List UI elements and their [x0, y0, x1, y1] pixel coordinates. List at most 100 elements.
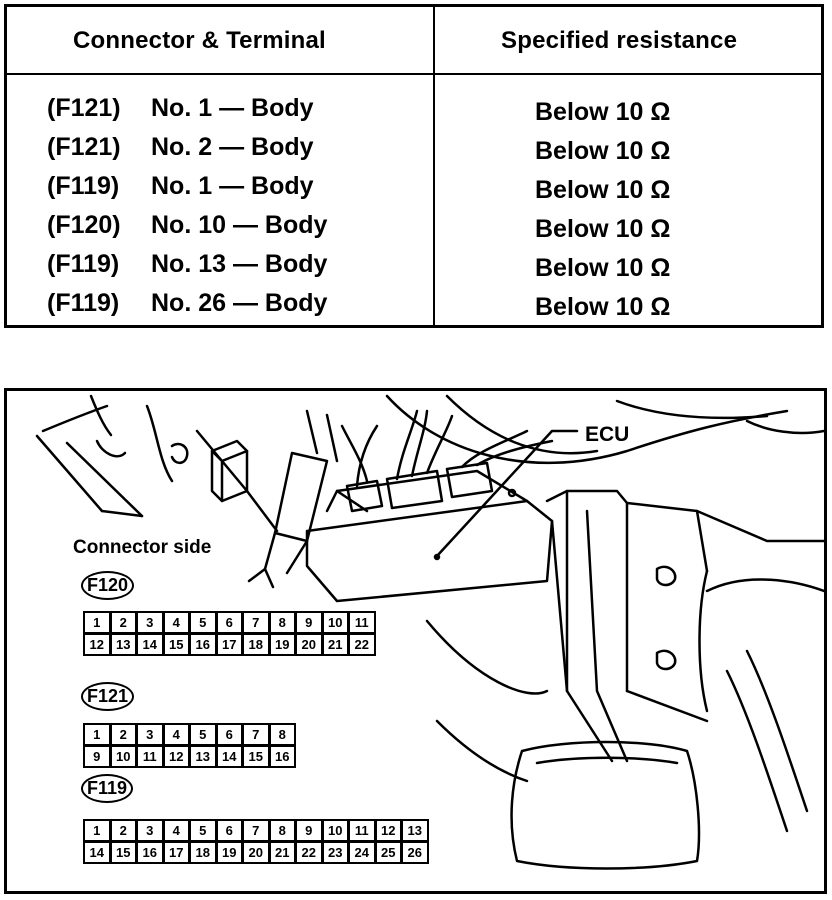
connector-pin: 16	[136, 841, 164, 864]
connector-pin: 21	[268, 841, 296, 864]
connector-pin: 26	[401, 841, 429, 864]
connector-pin: 4	[162, 723, 190, 746]
connector-pin: 20	[242, 841, 270, 864]
connector-pin: 6	[215, 611, 243, 634]
connector-cell: (F121)	[47, 133, 121, 161]
connector-pin: 12	[374, 819, 402, 842]
vehicle-interior-illustration	[35, 394, 824, 870]
connector-pin: 4	[162, 819, 190, 842]
connector-pin: 7	[242, 819, 270, 842]
connector-pin: 23	[321, 841, 349, 864]
terminal-cell: No. 13 — Body	[151, 250, 328, 278]
connector-pin: 19	[215, 841, 243, 864]
connector-pin: 4	[162, 611, 190, 634]
connector-pin: 8	[268, 611, 296, 634]
connector-pin: 13	[401, 819, 429, 842]
connector-pin: 10	[109, 745, 137, 768]
connector-pin: 11	[136, 745, 164, 768]
connector-pin: 13	[189, 745, 217, 768]
column-divider	[433, 7, 435, 325]
connector-pin: 16	[189, 633, 217, 656]
terminal-cell: No. 26 — Body	[151, 289, 328, 317]
connector-side-label: Connector side	[73, 537, 212, 558]
connector-pin: 25	[374, 841, 402, 864]
connector-cell: (F119)	[47, 289, 120, 317]
connector-pin: 19	[268, 633, 296, 656]
connector-pin: 15	[242, 745, 270, 768]
connector-pin: 10	[321, 819, 349, 842]
connector-pin: 21	[321, 633, 349, 656]
connector-pin: 1	[83, 819, 111, 842]
connector-pin: 11	[348, 611, 376, 634]
connector-pin: 8	[268, 819, 296, 842]
header-connector-terminal: Connector & Terminal	[73, 27, 326, 54]
connector-pin: 1	[83, 611, 111, 634]
table-row: (F120) No. 10 — Body	[47, 206, 327, 245]
connector-pin: 17	[162, 841, 190, 864]
table-row: (F119) No. 13 — Body	[47, 245, 327, 284]
connector-pin: 15	[109, 841, 137, 864]
table-row: (F119) No. 26 — Body	[47, 284, 327, 323]
connector-pin: 9	[83, 745, 111, 768]
connector-pin: 14	[215, 745, 243, 768]
resistance-cell: Below 10 Ω	[535, 176, 671, 204]
connector-pin: 5	[189, 611, 217, 634]
connector-pin: 6	[215, 819, 243, 842]
connector-pin: 12	[83, 633, 111, 656]
connector-pin: 10	[321, 611, 349, 634]
connector-pin: 14	[83, 841, 111, 864]
connector-pin: 20	[295, 633, 323, 656]
connector-cell: (F120)	[47, 211, 121, 239]
connector-pin: 9	[295, 611, 323, 634]
connector-pin: 3	[136, 611, 164, 634]
connector-pin: 3	[136, 819, 164, 842]
resistance-cell: Below 10 Ω	[535, 137, 671, 165]
connector-pin: 3	[136, 723, 164, 746]
connector-pin: 16	[268, 745, 296, 768]
connector-cell: (F119)	[47, 250, 120, 278]
connector-pin: 7	[242, 723, 270, 746]
connector-pin: 7	[242, 611, 270, 634]
resistance-cell: Below 10 Ω	[535, 98, 671, 126]
resistance-cell: Below 10 Ω	[535, 215, 671, 243]
connector-pin: 2	[109, 611, 137, 634]
connector-pin: 18	[189, 841, 217, 864]
connector-id-f120: F120	[81, 571, 135, 600]
connector-pin: 11	[348, 819, 376, 842]
connector-pin: 2	[109, 819, 137, 842]
connector-pin: 22	[295, 841, 323, 864]
connector-id-f119: F119	[81, 774, 134, 803]
header-divider	[7, 73, 821, 75]
table-row: (F119) No. 1 — Body	[47, 167, 327, 206]
resistance-spec-table: Connector & Terminal Specified resistanc…	[4, 4, 824, 328]
connector-cell: (F119)	[47, 172, 120, 200]
connector-terminal-column: (F121) No. 1 — Body (F121) No. 2 — Body (F…	[47, 89, 327, 323]
connector-pin: 5	[189, 723, 217, 746]
resistance-cell: Below 10 Ω	[535, 293, 671, 321]
connector-pin: 13	[109, 633, 137, 656]
terminal-cell: No. 1 — Body	[151, 94, 314, 122]
connector-pin: 9	[295, 819, 323, 842]
connector-pin: 5	[189, 819, 217, 842]
connector-pin: 6	[215, 723, 243, 746]
connector-pin: 1	[83, 723, 111, 746]
terminal-cell: No. 2 — Body	[151, 133, 314, 161]
connector-id-f121: F121	[81, 682, 135, 711]
connector-pin: 17	[215, 633, 243, 656]
header-specified-resistance: Specified resistance	[501, 27, 738, 54]
resistance-cell: Below 10 Ω	[535, 254, 671, 282]
connector-pin: 14	[136, 633, 164, 656]
terminal-cell: No. 1 — Body	[151, 172, 314, 200]
connector-pin: 15	[162, 633, 190, 656]
connector-pin: 22	[348, 633, 376, 656]
connector-pin: 18	[242, 633, 270, 656]
connector-pin: 2	[109, 723, 137, 746]
table-row: (F121) No. 1 — Body	[47, 89, 327, 128]
ecu-label: ECU	[585, 423, 630, 446]
table-row: (F121) No. 2 — Body	[47, 128, 327, 167]
connector-pin: 8	[268, 723, 296, 746]
connector-cell: (F121)	[47, 94, 121, 122]
terminal-cell: No. 10 — Body	[151, 211, 328, 239]
resistance-column: Below 10 Ω Below 10 Ω Below 10 Ω Below 1…	[535, 93, 670, 327]
